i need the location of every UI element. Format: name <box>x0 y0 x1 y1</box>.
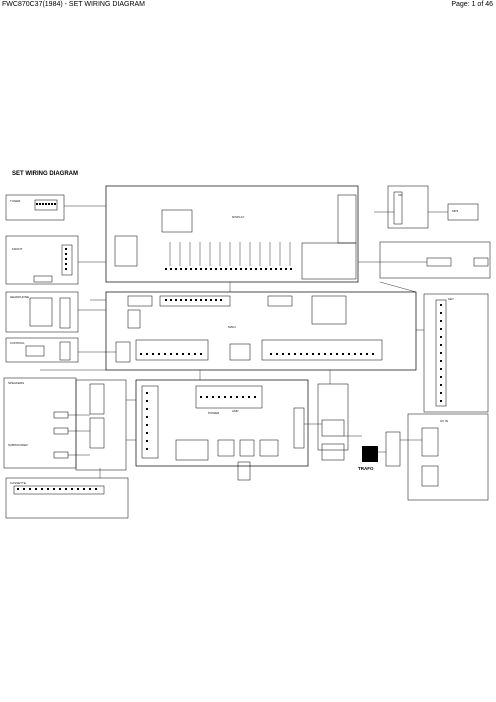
front-module <box>5 291 79 333</box>
main-top-board <box>105 185 359 283</box>
right-vertical-module <box>423 293 489 413</box>
lower-central-board <box>75 379 309 481</box>
right-top-module <box>358 241 491 279</box>
label-front: FRONT <box>12 247 23 251</box>
top-right-module <box>374 185 479 229</box>
label-display: DISPLAY <box>232 215 245 219</box>
label-ac-in: AC IN <box>440 419 449 423</box>
interconnect-wires <box>40 205 424 478</box>
diagram-title: SET WIRING DIAGRAM <box>12 171 78 177</box>
trafo <box>362 431 401 467</box>
label-tuner: TUNER <box>10 199 21 203</box>
lower-left-module <box>3 377 105 469</box>
label-control: CONTROL <box>10 341 25 345</box>
middle-board <box>78 291 417 371</box>
document-title: FWC870C37(1984) - SET WIRING DIAGRAM <box>2 1 146 8</box>
mic-module <box>5 337 79 363</box>
lower-right-connectors <box>293 383 362 461</box>
label-trafo: TRAFO <box>358 466 374 471</box>
page-header: FWC870C37(1984) - SET WIRING DIAGRAM Pag… <box>0 0 496 10</box>
label-key: KEY <box>448 297 455 301</box>
tuner-module <box>5 235 79 285</box>
ac-module <box>400 413 489 501</box>
label-amp: AMP <box>232 409 239 413</box>
bottom-left-module <box>5 477 129 519</box>
label-mp3: MP3 <box>452 209 459 213</box>
label-power: POWER <box>208 411 220 415</box>
label-headphone: HEADPHONE <box>10 295 30 299</box>
label-main: MAIN <box>228 325 236 329</box>
label-cassette: CASSETTE <box>10 481 26 485</box>
label-subwoofer: SUBWOOFER <box>8 443 28 447</box>
page-indicator: Page: 1 of 46 <box>451 1 493 8</box>
label-cd: CD <box>398 193 403 197</box>
label-speakers: SPEAKERS <box>8 381 25 385</box>
top-left-module <box>5 194 65 221</box>
